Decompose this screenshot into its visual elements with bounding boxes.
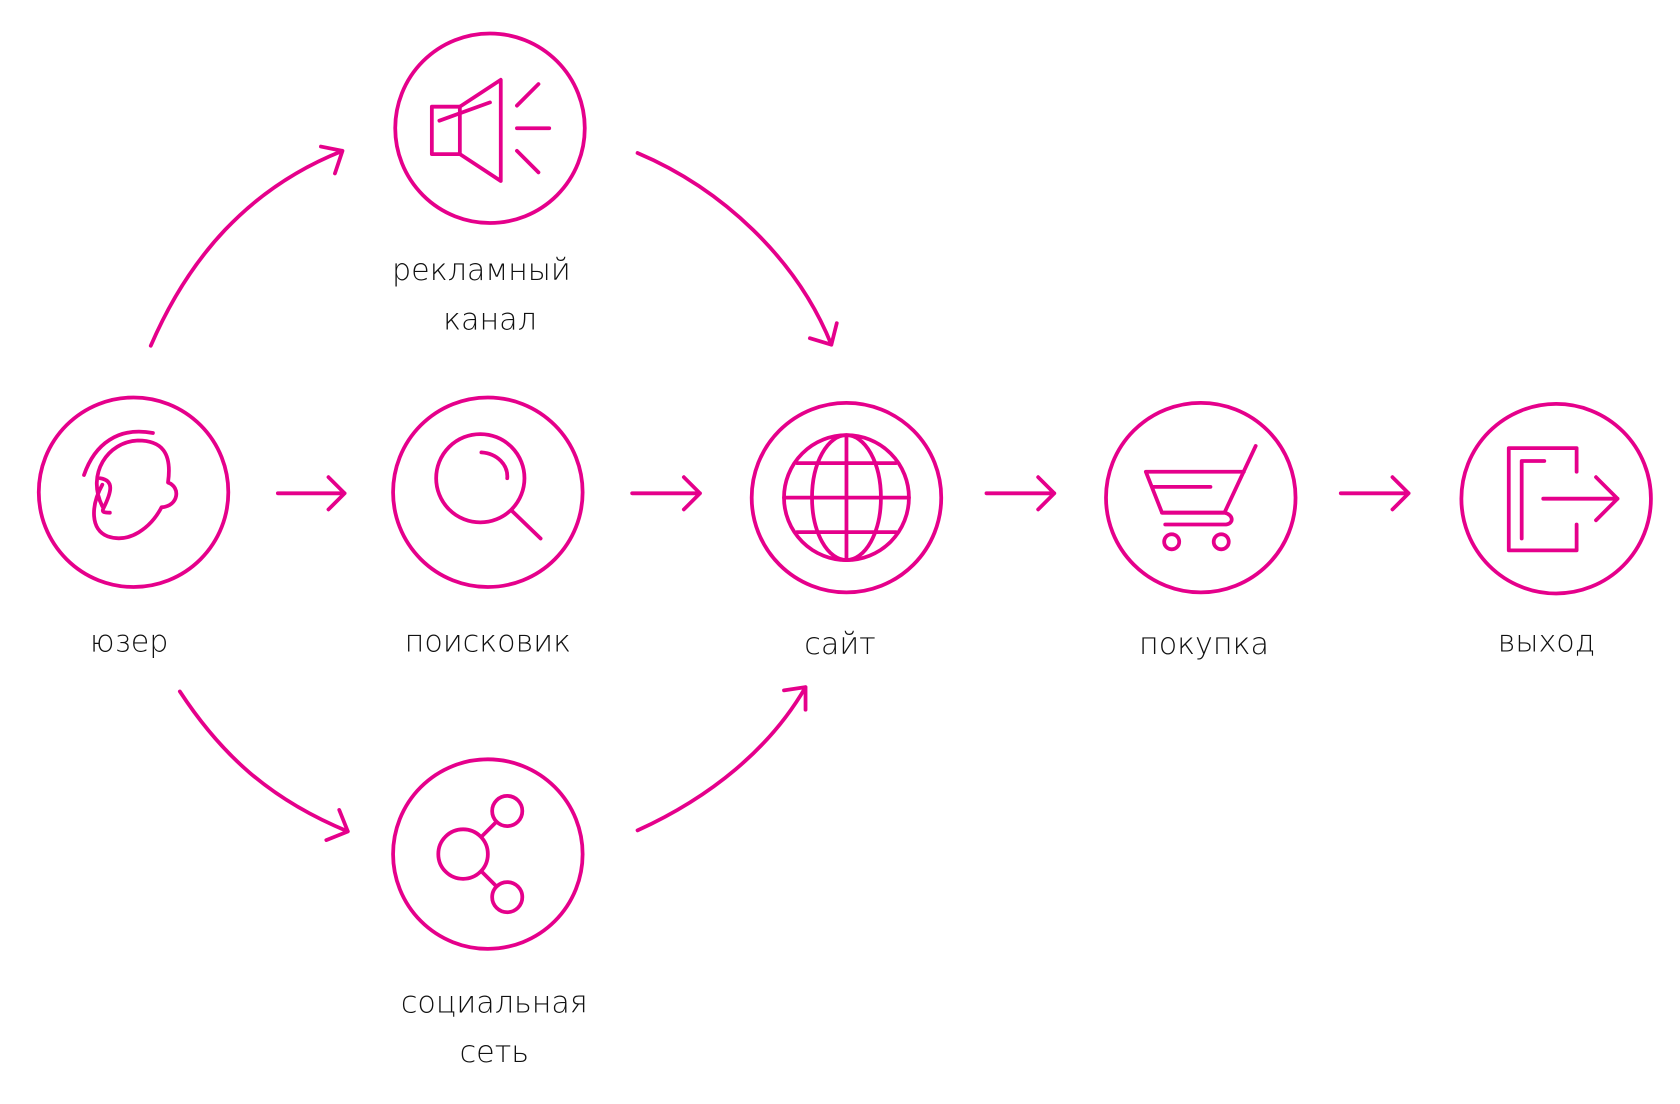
- node-circle: [1104, 400, 1298, 595]
- node-exit: выход: [1459, 402, 1653, 660]
- megaphone-icon: [429, 77, 552, 183]
- node-search: поисковик: [391, 395, 585, 660]
- node-purchase: покупка: [1104, 400, 1298, 662]
- node-label-line2: канал: [443, 303, 537, 338]
- node-user: юзер: [36, 395, 231, 660]
- share-icon: [436, 794, 525, 915]
- node-label-line1: рекламный: [392, 253, 571, 288]
- cart-icon: [1143, 444, 1258, 552]
- node-circle: [1459, 402, 1653, 596]
- node-circle: [391, 757, 585, 951]
- arrow-site-to-purchase: [984, 475, 1057, 512]
- arrow-user-to-ad: [148, 144, 345, 348]
- node-circle: [391, 395, 585, 589]
- node-label: выход: [1498, 625, 1595, 660]
- ear-icon: [82, 429, 179, 540]
- arrow-social-to-site: [635, 685, 808, 833]
- arrow-search-to-site: [630, 475, 702, 512]
- node-label: юзер: [90, 625, 168, 660]
- node-site: сайт: [749, 400, 944, 662]
- node-circle: [749, 400, 944, 595]
- arrow-purchase-to-exit: [1338, 475, 1411, 512]
- node-label: поисковик: [405, 625, 571, 660]
- arrow-ad-to-site: [635, 151, 839, 347]
- arrow-user-to-search: [275, 475, 347, 512]
- node-ad-channel: рекламный канал: [392, 31, 587, 338]
- exit-icon: [1506, 446, 1620, 553]
- arrow-user-to-social: [177, 689, 350, 842]
- arrows: [148, 144, 1411, 842]
- node-circle: [393, 31, 587, 225]
- node-social: социальная сеть: [391, 757, 588, 1070]
- node-label: покупка: [1139, 627, 1269, 662]
- node-label: сайт: [804, 627, 875, 662]
- node-label-line1: социальная: [401, 985, 588, 1020]
- node-circle: [36, 395, 231, 589]
- node-label-line2: сеть: [460, 1035, 529, 1070]
- search-icon: [434, 432, 543, 541]
- globe-icon: [782, 433, 911, 562]
